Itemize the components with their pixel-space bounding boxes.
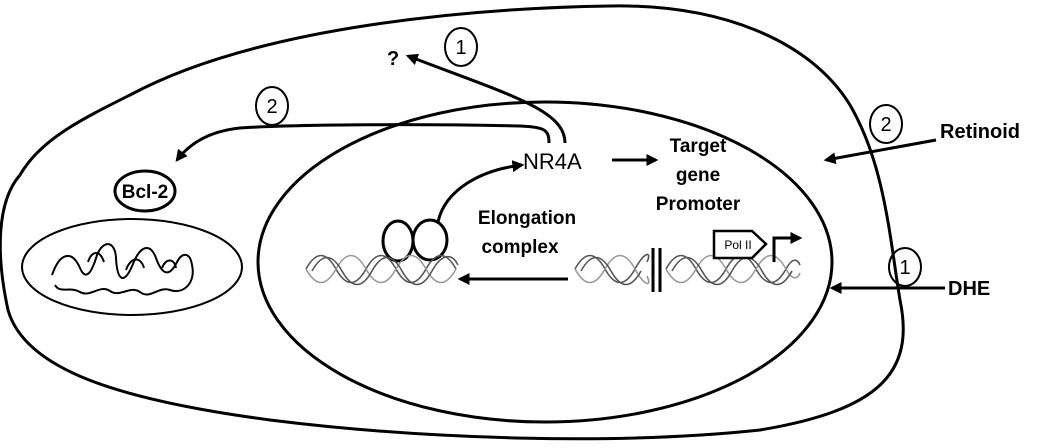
target-gene-label-line1: Target <box>670 136 727 157</box>
mitochondrion-cristae <box>51 243 194 296</box>
cell-membrane <box>0 4 905 441</box>
step-marker-dhe: 1 <box>888 247 922 287</box>
nucleus <box>256 100 834 424</box>
dna-middle <box>574 253 650 286</box>
target-gene-label-line3: Promoter <box>656 194 741 215</box>
step-marker-retinoid: 2 <box>869 104 903 144</box>
step-marker-retinoid-label: 2 <box>880 114 891 136</box>
mitochondrion-cristae-inner <box>87 252 177 271</box>
arrow-nr4a-to-bcl2 <box>175 123 551 162</box>
step-marker-top-label: 1 <box>455 37 466 59</box>
pol2-label: Pol II <box>724 238 751 252</box>
tss-arrow <box>772 232 803 262</box>
question-label: ? <box>387 48 399 70</box>
retinoid-label: Retinoid <box>940 121 1020 143</box>
dna-left <box>305 254 459 286</box>
bcl2-oval <box>113 169 177 213</box>
arrow-nr4a-to-question <box>405 53 567 144</box>
arrow-elongation-to-nr4a <box>436 160 525 223</box>
mitochondrion <box>21 218 243 316</box>
elongation-protein-2 <box>411 218 449 262</box>
step-marker-left: 2 <box>255 86 289 126</box>
dna-right <box>665 254 801 286</box>
elongation-protein-1 <box>381 219 415 263</box>
dhe-label: DHE <box>948 278 990 300</box>
bcl2-label: Bcl-2 <box>122 182 168 203</box>
arrow-retinoid-in <box>823 138 937 165</box>
step-marker-left-label: 2 <box>266 96 277 118</box>
step-marker-top: 1 <box>444 27 478 67</box>
nr4a-label: NR4A <box>523 149 582 174</box>
elongation-label-line1: Elongation <box>478 208 576 229</box>
pol2-shape <box>712 229 768 260</box>
step-marker-dhe-label: 1 <box>899 257 910 279</box>
elongation-label-line2: complex <box>481 237 559 258</box>
mitochondrion-outer-membrane <box>21 218 243 316</box>
target-gene-label-line2: gene <box>676 165 720 186</box>
